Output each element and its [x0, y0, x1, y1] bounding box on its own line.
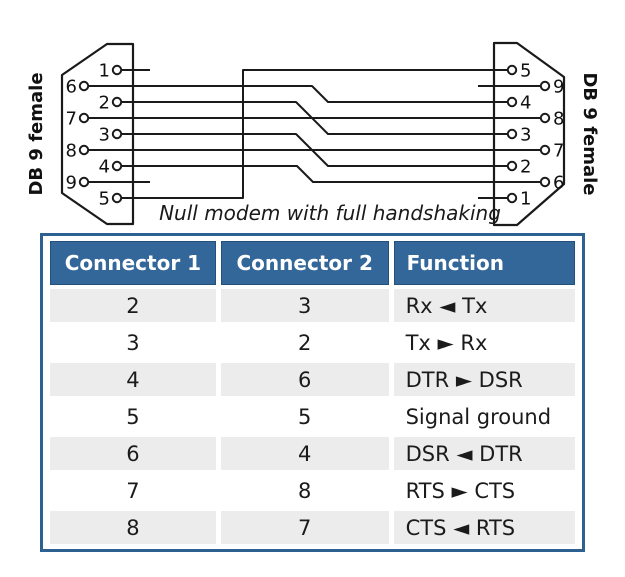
header-cell-function: Function	[393, 241, 575, 285]
left-pin-3-circle	[111, 128, 123, 140]
function-cell: DSR ◄ DTR	[393, 437, 575, 470]
right-pin-3-circle	[506, 128, 518, 140]
right-pin-4-number: 4	[520, 93, 531, 114]
connector1-cell: 8	[50, 511, 216, 544]
left-pin-4-number: 4	[99, 157, 110, 178]
header-cell-connector-2: Connector 2	[220, 241, 389, 285]
connector2-cell: 4	[220, 437, 389, 470]
left-pin-2-circle	[111, 96, 123, 108]
right-pin-1-number: 1	[520, 189, 531, 210]
function-cell: Tx ► Rx	[393, 326, 575, 359]
right-pin-5-number: 5	[520, 61, 531, 82]
connector1-cell: 6	[50, 437, 216, 470]
right-pin-8-circle	[539, 112, 551, 124]
connector1-cell: 2	[50, 289, 216, 322]
connector1-cell: 5	[50, 400, 216, 433]
left-pin-6-number: 6	[66, 77, 77, 98]
left-connector-outline	[60, 42, 135, 226]
null-modem-wiring-diagram: 1 6 2 7 3 8 4 9 5 DB 9 female 5 9 4 8 3 7 2 6 1 DB 9 female…	[26, 41, 600, 227]
left-pin-2-number: 2	[99, 93, 110, 114]
right-pin-6-circle	[539, 176, 551, 188]
left-pin-1-circle	[111, 64, 123, 76]
left-pin-9-number: 9	[66, 173, 77, 194]
right-pin-4-circle	[506, 96, 518, 108]
connector1-cell: 4	[50, 363, 216, 396]
connector2-cell: 3	[220, 289, 389, 322]
connector2-cell: 8	[220, 474, 389, 507]
left-pin-6-circle	[78, 80, 90, 92]
connector1-cell: 7	[50, 474, 216, 507]
function-cell: DTR ► DSR	[393, 363, 575, 396]
function-cell: Signal ground	[393, 400, 575, 433]
left-pin-8-circle	[78, 144, 90, 156]
left-pin-9-circle	[78, 176, 90, 188]
wire-4-6	[122, 165, 540, 183]
wire-6-4	[89, 85, 507, 103]
right-pin-7-number: 7	[553, 141, 564, 162]
connector2-cell: 5	[220, 400, 389, 433]
function-cell: CTS ◄ RTS	[393, 511, 575, 544]
right-pin-5-circle	[506, 64, 518, 76]
function-cell: Rx ◄ Tx	[393, 289, 575, 322]
connector2-cell: 2	[220, 326, 389, 359]
function-cell: RTS ► CTS	[393, 474, 575, 507]
right-pin-9-number: 9	[553, 77, 564, 98]
right-pin-3-number: 3	[520, 125, 531, 146]
right-pin-6-number: 6	[553, 173, 564, 194]
connector2-cell: 6	[220, 363, 389, 396]
left-pin-5-circle	[111, 192, 123, 204]
right-connector-label: DB 9 female	[579, 72, 600, 195]
right-pin-2-circle	[506, 160, 518, 172]
right-pin-7-circle	[539, 144, 551, 156]
left-pin-7-circle	[78, 112, 90, 124]
right-pin-1-circle	[506, 192, 518, 204]
left-pin-4-circle	[111, 160, 123, 172]
left-pin-3-number: 3	[99, 125, 110, 146]
connector1-cell: 3	[50, 326, 216, 359]
left-pin-5-number: 5	[99, 189, 110, 210]
header-cell-connector-1: Connector 1	[50, 241, 216, 285]
left-connector-label: DB 9 female	[26, 72, 47, 195]
right-pin-9-circle	[539, 80, 551, 92]
right-connector-outline	[492, 41, 566, 227]
left-pin-1-number: 1	[99, 61, 110, 82]
diagram-caption: Null modem with full handshaking	[159, 201, 501, 225]
right-pin-2-number: 2	[520, 157, 531, 178]
right-pin-8-number: 8	[553, 109, 564, 130]
left-pin-7-number: 7	[66, 109, 77, 130]
connector2-cell: 7	[220, 511, 389, 544]
left-pin-8-number: 8	[66, 141, 77, 162]
